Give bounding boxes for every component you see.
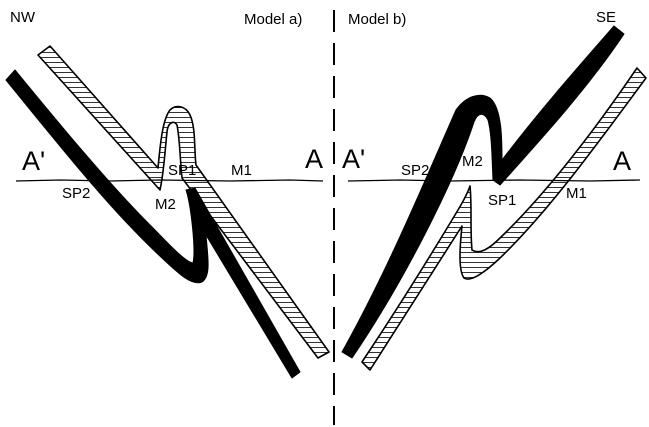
section-end-b: A [613,146,632,176]
label-sp2-b: SP2 [401,162,430,179]
surface-line-b [347,179,641,182]
surface-line-a [15,179,324,182]
label-m2-a: M2 [155,196,176,213]
section-start-a: A' [22,146,46,176]
section-end-a: A [305,144,324,174]
section-start-b: A' [342,144,366,174]
model-a-title: Model a) [244,11,303,28]
direction-se: SE [596,9,617,26]
hatched-layer-a [37,45,330,359]
direction-nw: NW [10,9,35,26]
label-m2-b: M2 [462,153,483,170]
hatched-layer-b [361,67,647,371]
black-layer-b [341,25,625,359]
label-m1-a: M1 [231,162,252,179]
model-b-title: Model b) [348,11,407,28]
label-sp2-a: SP2 [62,185,91,202]
label-m1-b: M1 [566,185,587,202]
black-layer-a [5,69,301,379]
label-sp1-a: SP1 [168,162,197,179]
label-sp1-b: SP1 [488,192,517,209]
